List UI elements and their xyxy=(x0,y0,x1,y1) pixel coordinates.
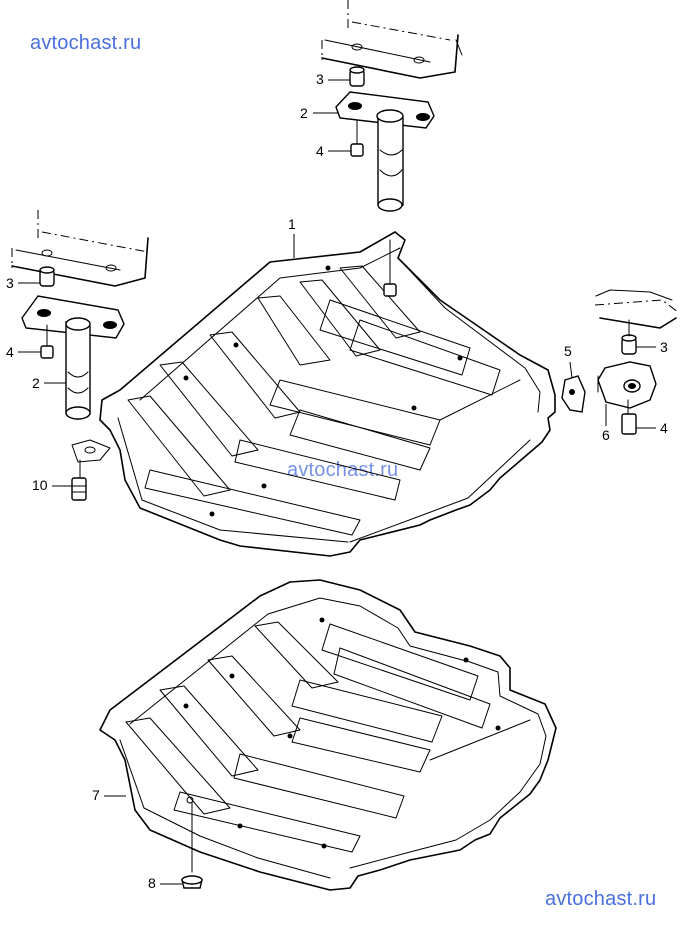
callout-7: 7 xyxy=(92,787,100,803)
underbody-guard-lower xyxy=(99,579,557,891)
mount-tube-right xyxy=(377,113,404,211)
callout-4-left: 4 xyxy=(6,344,14,360)
callout-5: 5 xyxy=(564,343,572,359)
watermark-bottom-right: avtochast.ru xyxy=(545,888,657,910)
mount-tube-left xyxy=(65,321,91,420)
callout-2-left: 2 xyxy=(32,375,40,391)
callout-1: 1 xyxy=(288,216,296,232)
callout-2-right: 2 xyxy=(300,105,308,121)
callout-3-left: 3 xyxy=(6,275,14,291)
mount-assembly-left xyxy=(21,266,125,420)
callout-3-bracket: 3 xyxy=(660,339,668,355)
bolt-left xyxy=(40,345,54,359)
bolt-right xyxy=(350,143,364,157)
bolt-10 xyxy=(71,459,87,501)
clip-8 xyxy=(181,801,203,889)
watermark-top-left: avtochast.ru xyxy=(30,32,142,54)
callout-8: 8 xyxy=(148,875,156,891)
callout-10: 10 xyxy=(32,477,48,493)
bracket-assembly-right xyxy=(561,289,679,435)
watermark-center: avtochast.ru xyxy=(287,459,399,481)
body-rail-upper-left xyxy=(11,210,149,287)
callout-4-bracket: 4 xyxy=(660,420,668,436)
underbody-guard xyxy=(71,231,556,557)
callout-4-right: 4 xyxy=(316,143,324,159)
callout-6: 6 xyxy=(602,427,610,443)
callout-labels: 1 3 2 4 3 4 2 10 5 3 xyxy=(6,71,668,891)
callout-3-right: 3 xyxy=(316,71,324,87)
mount-assembly-right xyxy=(335,66,435,212)
body-rail-upper-right xyxy=(321,0,463,79)
